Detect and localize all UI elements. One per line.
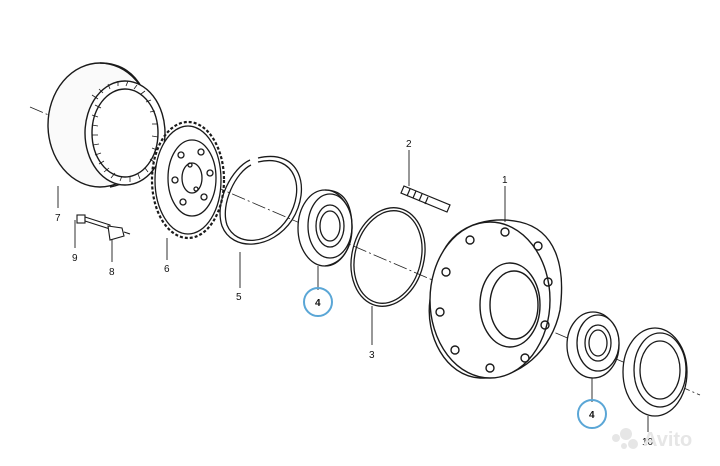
wheel-hub bbox=[428, 219, 563, 379]
leader-lines bbox=[57, 150, 649, 432]
spur-gear bbox=[150, 120, 226, 240]
bearing-left bbox=[297, 189, 353, 267]
snap-ring bbox=[219, 155, 303, 245]
bolt bbox=[76, 214, 111, 230]
stud bbox=[400, 185, 451, 213]
watermark-text: Avito bbox=[643, 429, 692, 451]
label-part-5: 5 bbox=[236, 292, 242, 303]
callout-circle-right bbox=[577, 399, 607, 429]
label-part-4-right: 4 bbox=[589, 410, 595, 421]
label-part-10: 10 bbox=[642, 437, 654, 448]
label-part-8: 8 bbox=[109, 267, 115, 278]
ring-gear bbox=[47, 62, 166, 188]
fitting bbox=[107, 225, 131, 241]
o-ring bbox=[350, 207, 426, 307]
label-part-7: 7 bbox=[55, 213, 61, 224]
seal bbox=[622, 327, 688, 417]
bearing-right bbox=[566, 311, 620, 379]
callout-circle-left bbox=[303, 287, 333, 317]
label-part-1: 1 bbox=[502, 175, 508, 186]
label-part-9: 9 bbox=[72, 253, 78, 264]
label-part-2: 2 bbox=[406, 139, 412, 150]
avito-logo-icon bbox=[612, 428, 638, 449]
label-part-4-left: 4 bbox=[315, 298, 321, 309]
label-part-3: 3 bbox=[369, 350, 375, 361]
label-part-6: 6 bbox=[164, 264, 170, 275]
